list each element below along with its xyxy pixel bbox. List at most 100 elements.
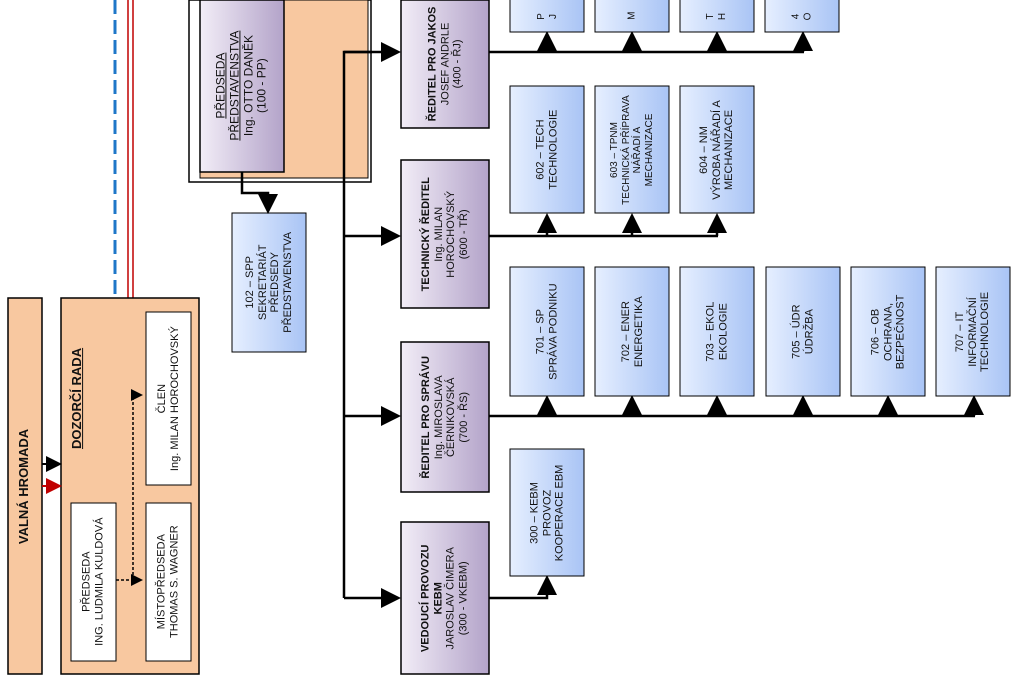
dept-603-code: 603 – TPNM (609, 121, 620, 178)
predseda-predstavenstva-box (199, 0, 285, 173)
dept-604-inner: 604 – NM VÝROBA NÁŘADÍ A MECHANIZACE (698, 100, 736, 200)
director-300: VEDOUCÍ PROVOZU KEBM JAROSLAV ČIMERA (30… (401, 522, 489, 674)
bus-300 (489, 575, 557, 600)
director-700-box (400, 341, 490, 493)
dr-mistopredseda-box (145, 502, 192, 662)
director-300-l3: JAROSLAV ČIMERA (445, 546, 458, 650)
director-400: ŘEDITEL PRO JAKOS JOSEF ANDRLE (400 - ŘJ… (401, 0, 489, 128)
dept-400-1-t2: J (546, 13, 558, 19)
dept-400-4-box (764, 0, 840, 33)
sekretariat: 102 – SPP SEKRETARIÁT PŘEDSEDY PŘEDSTAVE… (232, 213, 306, 352)
director-300-box (400, 521, 490, 675)
dept-602-code: 602 – TECH (534, 119, 547, 180)
director-600-l3: HOROCHOVSKÝ (445, 190, 457, 278)
dept-400-4-t2: O (802, 12, 813, 20)
valna-hromada-label: VALNÁ HROMADA (8, 298, 42, 674)
dept-707-l2: TECHNOLOGIE (979, 291, 992, 372)
dr-mistopredseda: MÍSTOPŘEDSEDA THOMAS S. WAGNER (146, 503, 191, 661)
valna-hromada-text: VALNÁ HROMADA (16, 428, 32, 544)
director-700-inner: ŘEDITEL PRO SPRÁVU Ing. MIROSLAVA ČERNIK… (420, 356, 471, 479)
dr-predseda-role: PŘEDSEDA (80, 551, 93, 613)
spp-inner: 102 – SPP SEKRETARIÁT PŘEDSEDY PŘEDSTAVE… (244, 232, 295, 333)
dr-mistopredseda-name: THOMAS S. WAGNER (168, 525, 181, 639)
dr-clen: ČLEN Ing. MILAN HOROCHOVSKÝ (146, 312, 191, 485)
director-700-l1: ŘEDITEL PRO SPRÁVU (419, 355, 432, 479)
dr-clen-role: ČLEN (155, 383, 168, 414)
dept-707-box (935, 266, 1011, 397)
pp-title2: PŘEDSTAVENSTVA (227, 30, 242, 142)
pp-title1: PŘEDSEDA (213, 52, 228, 120)
dept-603-box (594, 85, 670, 214)
pp-name: Ing. OTTO DANĚK (241, 35, 255, 137)
dept-603-l3: MECHANIZACE (643, 113, 655, 186)
dept-705-l1: ÚDRŽBA (802, 308, 815, 355)
dept-400-2-box (594, 0, 670, 33)
dr-mistopredseda-inner: MÍSTOPŘEDSEDA THOMAS S. WAGNER (156, 526, 181, 639)
dept-703-inner: 703 – EKOL EKOLOGIE (704, 302, 729, 362)
dept-706-l2: BEZPEČNOST (894, 294, 907, 369)
sekretariat-box (231, 212, 307, 353)
dept-400-4-t1: 4 (790, 13, 802, 19)
dept-603-l2: NÁŘADÍ A (632, 126, 643, 173)
dept-400-3-t1: T (705, 12, 717, 20)
director-300-inner: VEDOUCÍ PROVOZU KEBM JAROSLAV ČIMERA (30… (420, 544, 471, 652)
dept-300-l1: PROVOZ (540, 489, 553, 536)
spp-line3: PŘEDSTAVENSTVA (281, 232, 294, 333)
dept-705-inner: 705 – ÚDR ÚDRŽBA (790, 304, 815, 358)
dept-703-box (679, 266, 755, 397)
dozorci-rada-title: DOZORČÍ RADA (61, 298, 95, 498)
dept-604-l1: VÝROBA NÁŘADÍ A (710, 99, 723, 200)
director-600-l2: Ing. MILAN (432, 206, 445, 262)
director-600: TECHNICKÝ ŘEDITEL Ing. MILAN HOROCHOVSKÝ… (401, 160, 489, 308)
dept-300-l2: KOOPERACE EBM (553, 464, 566, 561)
director-400-inner: ŘEDITEL PRO JAKOS JOSEF ANDRLE (400 - ŘJ… (426, 7, 464, 122)
director-700: ŘEDITEL PRO SPRÁVU Ing. MIROSLAVA ČERNIK… (401, 342, 489, 492)
dept-703: 703 – EKOL EKOLOGIE (680, 267, 754, 396)
pp-inner: PŘEDSEDA PŘEDSTAVENSTVA Ing. OTTO DANĚK … (213, 30, 269, 142)
dept-701-inner: 701 – SP SPRÁVA PODNIKU (534, 283, 559, 379)
dept-706: 706 – OB OCHRANA, BEZPEČNOST (851, 267, 925, 396)
dr-clen-name: Ing. MILAN HOROCHOVSKÝ (168, 326, 181, 471)
director-600-l1: TECHNICKÝ ŘEDITEL (419, 176, 432, 292)
dept-701-code: 701 – SP (534, 308, 547, 355)
dept-702-l1: ENERGETIKA (632, 296, 644, 367)
dept-300-inner: 300 – KEBM PROVOZ KOOPERACE EBM (528, 464, 566, 561)
dept-400-2-t1: M (626, 11, 638, 21)
dept-706-inner: 706 – OB OCHRANA, BEZPEČNOST (869, 294, 907, 369)
dept-705: 705 – ÚDR ÚDRŽBA (766, 267, 840, 396)
director-700-l2: Ing. MIROSLAVA (432, 375, 445, 459)
line-pp-spp (240, 172, 278, 214)
director-300-l4: (300 - VKEBM) (457, 561, 470, 635)
dept-604-box (679, 85, 755, 214)
dr-mistopredseda-role: MÍSTOPŘEDSEDA (155, 534, 168, 630)
dept-602-box (509, 85, 585, 214)
dept-702-code: 702 – ENER (619, 300, 632, 363)
dept-703-code: 703 – EKOL (704, 301, 717, 362)
dept-300-box (509, 448, 585, 577)
dept-705-code: 705 – ÚDR (790, 304, 803, 359)
dr-dashed-link-up (131, 389, 143, 580)
dept-603: 603 – TPNM TECHNICKÁ PŘÍPRAVA NÁŘADÍ A M… (595, 86, 669, 213)
dept-701-l1: SPRÁVA PODNIKU (547, 283, 560, 380)
dr-predseda-box (70, 502, 117, 662)
dept-707-code: 707 – IT (954, 311, 967, 352)
dept-604-code: 604 – NM (698, 125, 711, 174)
dr-predseda-name: ING. LUDMILA KULDOVÁ (93, 517, 106, 647)
spp-code: 102 – SPP (243, 256, 256, 309)
dozorci-rada-title-text: DOZORČÍ RADA (69, 347, 85, 449)
dept-300-code: 300 – KEBM (528, 481, 541, 544)
dept-300: 300 – KEBM PROVOZ KOOPERACE EBM (510, 449, 584, 576)
dr-predseda: PŘEDSEDA ING. LUDMILA KULDOVÁ (71, 503, 116, 661)
dept-707-l1: INFORMAČNÍ (966, 296, 979, 367)
spp-line1: SEKRETARIÁT (256, 244, 269, 321)
dept-604-l2: MECHANIZACE (723, 109, 736, 190)
director-400-l3: (400 - ŘJ) (451, 39, 464, 89)
director-700-l3: ČERNIKOVSKÁ (445, 377, 457, 457)
dept-602-inner: 602 – TECH TECHNOLOGIE (534, 109, 559, 189)
dept-702-inner: 702 – ENER ENERGETIKA (619, 296, 644, 367)
